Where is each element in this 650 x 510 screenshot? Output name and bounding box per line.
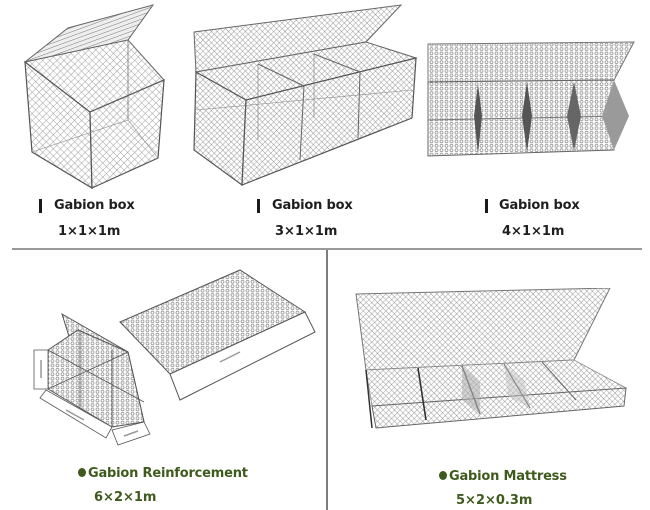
bullet-dot-icon xyxy=(78,468,86,477)
vertical-divider xyxy=(326,250,328,510)
gabion-reinforcement-illustration xyxy=(33,269,316,446)
caption-marker-bar xyxy=(257,199,260,213)
horizontal-divider xyxy=(12,248,642,250)
product-name: Gabion box xyxy=(54,198,135,213)
product-name: Gabion box xyxy=(499,198,580,213)
product-name: Gabion Mattress xyxy=(439,469,567,484)
bullet-dot-icon xyxy=(439,471,447,480)
product-size: 3×1×1m xyxy=(275,224,338,239)
product-name: Gabion box xyxy=(272,198,353,213)
gabion-box-4-cell-illustration xyxy=(427,41,635,157)
gabion-mattress-illustration xyxy=(355,288,628,429)
caption-marker-bar xyxy=(485,199,488,213)
product-size: 1×1×1m xyxy=(58,224,121,239)
product-size: 6×2×1m xyxy=(94,490,157,505)
product-name: Gabion Reinforcement xyxy=(78,466,248,481)
gabion-box-3-cell-illustration xyxy=(193,4,418,187)
gabion-box-1-cell-illustration xyxy=(23,4,165,190)
product-size: 5×2×0.3m xyxy=(456,493,533,508)
product-size: 4×1×1m xyxy=(502,224,565,239)
caption-marker-bar xyxy=(39,199,42,213)
